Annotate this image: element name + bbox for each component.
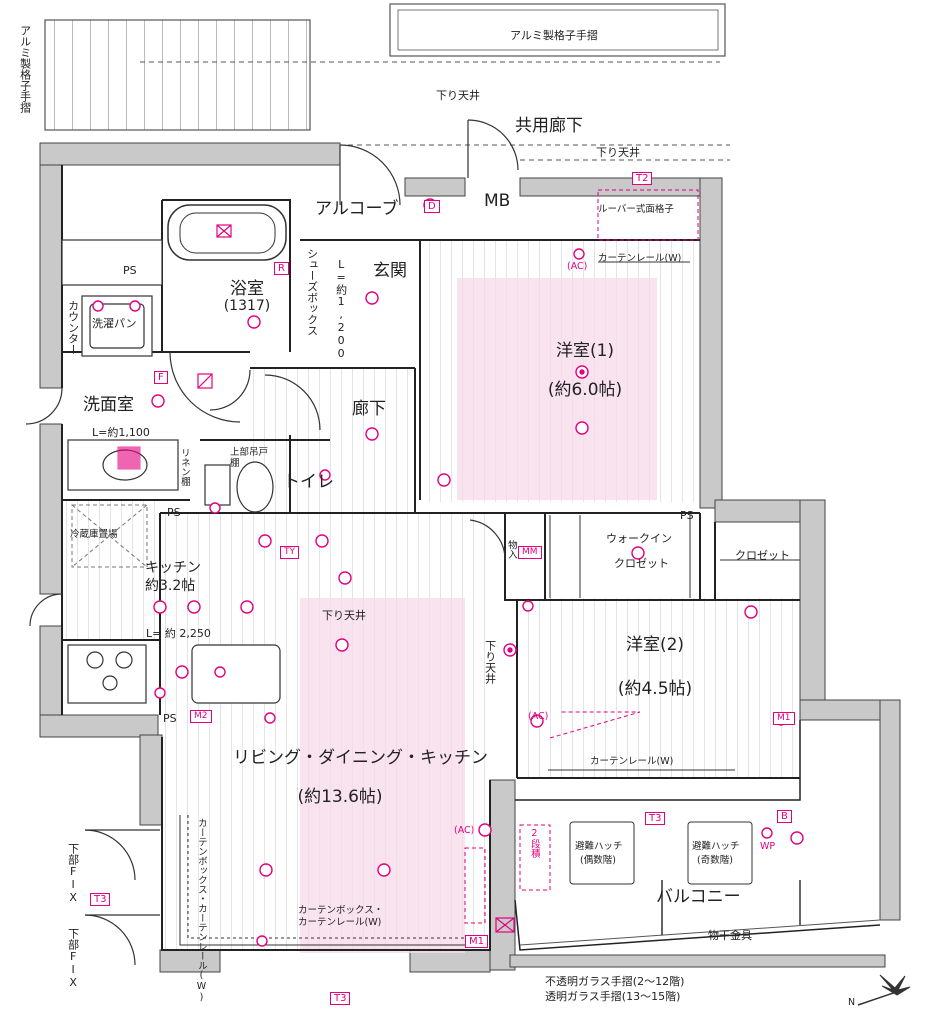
shoes-box-length: L=約1,200: [334, 258, 348, 360]
alcove-label: アルコーブ: [315, 199, 399, 219]
walkin-label-2: クロゼット: [614, 557, 669, 570]
hatch-even-label-1: 避難ハッチ: [575, 841, 623, 852]
hatch-odd: [687, 821, 753, 885]
sagari-tenjo-label-3: 下り天井: [322, 609, 366, 622]
youshitsu1-label: 洋室(1): [555, 341, 615, 361]
bath-size: (1317): [223, 298, 271, 314]
hatch-even-label-2: (偶数階): [580, 855, 616, 866]
monoire-label: 物入: [505, 540, 517, 559]
walkin-label: ウォークイン: [606, 532, 672, 545]
north-label: N: [848, 997, 856, 1008]
tag-ac-2: (AC): [528, 711, 549, 722]
toilet-label: トイレ: [283, 472, 334, 492]
ps-label-1: PS: [123, 264, 137, 277]
closet-label: クロゼット: [735, 549, 790, 562]
curtain-box-h2: カーテンレール(W): [298, 917, 382, 928]
fridge-label: 冷蔵庫置場: [70, 529, 118, 540]
genkan-label: 玄関: [373, 261, 407, 281]
ps-label-4: PS: [163, 712, 177, 725]
hatch-even: [569, 821, 635, 885]
tag-ac-1: (AC): [567, 261, 588, 272]
north-arrow: [857, 974, 911, 1006]
tag-wp: WP: [760, 841, 776, 852]
youshitsu1-size: (約6.0帖): [547, 380, 623, 400]
tag-f: F: [154, 371, 168, 384]
youshitsu2-size: (約4.5帖): [617, 679, 693, 699]
washroom-label: 洗面室: [83, 395, 134, 415]
sagari-tenjo-label-1: 下り天井: [436, 89, 480, 102]
kitchen-label: キッチン: [145, 560, 201, 576]
kamido-label: 上部吊戸棚: [230, 447, 269, 469]
lights: [92, 198, 804, 947]
curtain-rails: [179, 261, 735, 946]
drying-hooks: [661, 880, 801, 935]
alumi-railing-top-label: アルミ製格子手摺: [510, 29, 598, 42]
fridge-space: [71, 504, 148, 568]
hatch-odd-label-1: 避難ハッチ: [692, 841, 740, 852]
tag-m1-a: M1: [773, 712, 795, 725]
bath-label: 浴室: [230, 279, 264, 299]
kitchen-length: L= 約 2,250: [146, 627, 211, 640]
kyouyou-rouka-label: 共用廊下: [515, 116, 583, 136]
louver-label: ルーバー式面格子: [598, 204, 674, 215]
ps-label-2: PS: [167, 506, 181, 519]
glass-railing-2: 透明ガラス手摺(13〜15階): [545, 990, 681, 1003]
monohoshi-label: 物干金具: [708, 929, 752, 942]
tag-t3-a: T3: [645, 812, 666, 825]
sagari-tenjo-label-2: 下り天井: [596, 146, 640, 159]
tag-mm: MM: [518, 546, 542, 559]
curtain-box-vertical: カーテンボックス・カーテンレール(W): [195, 818, 207, 1003]
alumi-railing-left: [44, 19, 311, 131]
tag-t3-c: T3: [330, 992, 351, 1005]
tag-r: R: [274, 262, 289, 275]
bathtub: [167, 204, 287, 261]
kabu-fix-1: 下部FIX: [66, 843, 80, 904]
doors: [25, 119, 519, 966]
counter-label: カウンター: [66, 300, 80, 355]
glass-railing-1: 不透明ガラス手摺(2〜12階): [545, 975, 685, 988]
alumi-railing-top: [389, 3, 726, 57]
tag-m2: M2: [190, 710, 212, 723]
sentaku-pan-label: 洗濯パン: [92, 317, 137, 330]
balcony-outline: [514, 720, 881, 951]
kitchen-size: 約3.2帖: [145, 578, 196, 594]
floor-areas: [62, 240, 800, 953]
shoes-box-label: シューズボックス: [305, 248, 319, 336]
balcony-label: バルコニー: [656, 887, 741, 907]
tag-m1-b: M1: [465, 935, 488, 948]
sagari-tenjo-label-4: 下り天井: [483, 640, 497, 684]
curtain-rail-2-label: カーテンレール(W): [590, 756, 674, 767]
nidan-label: 2段積: [528, 828, 540, 858]
youshitsu2-label: 洋室(2): [625, 635, 685, 655]
interior-walls: [61, 165, 800, 951]
washroom-length: L=約1,100: [92, 426, 150, 439]
kabu-fix-2: 下部FIX: [66, 928, 80, 989]
curtain-rail-1-label: カーテンレール(W): [598, 253, 682, 264]
tag-t2: T2: [632, 172, 653, 185]
alumi-railing-left-label: アルミ製格子手摺: [18, 25, 32, 113]
closet-rods: [549, 515, 800, 598]
ldk-size: (約13.6帖): [297, 787, 383, 807]
tag-b: B: [777, 810, 792, 823]
tag-d: D: [424, 200, 440, 213]
pink-dash: [464, 189, 699, 924]
ldk-label: リビング・ダイニング・キッチン: [233, 748, 488, 768]
pink-markers: [117, 224, 515, 933]
mb-label: MB: [484, 191, 511, 211]
curtain-box-h1: カーテンボックス・: [298, 905, 384, 916]
tag-ac-3: (AC): [454, 825, 475, 836]
tag-t3-b: T3: [90, 893, 111, 906]
tag-ty: TY: [280, 546, 299, 559]
hatch-odd-label-2: (奇数階): [697, 855, 733, 866]
rouka-label: 廊下: [352, 399, 386, 419]
linen-label: リネン棚: [178, 448, 190, 486]
ps-label-3: PS: [680, 509, 694, 522]
